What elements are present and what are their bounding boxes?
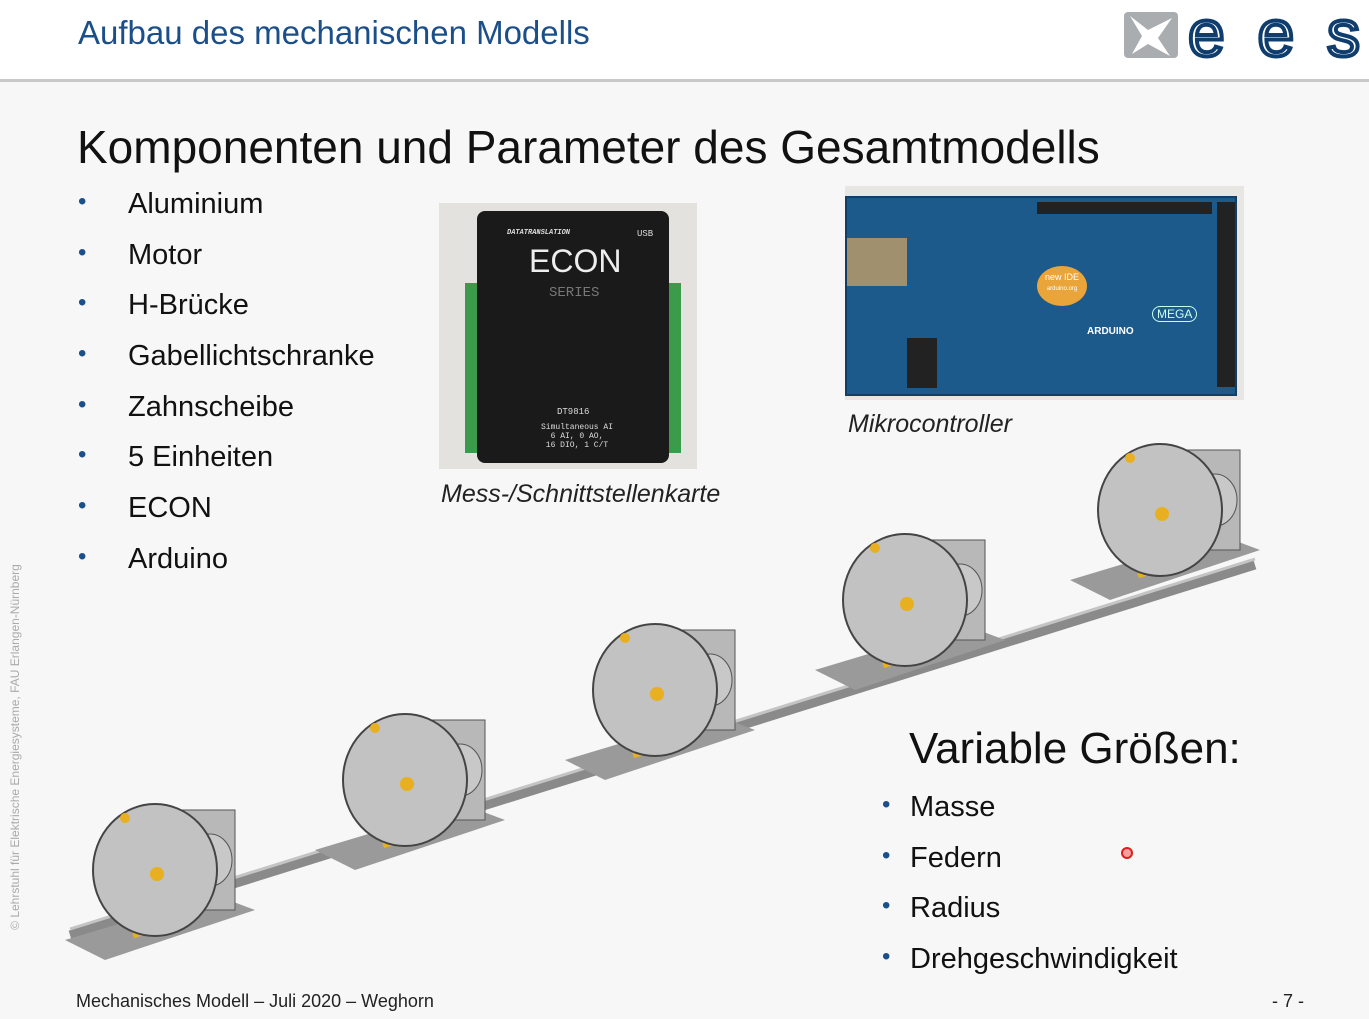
slide-heading: Komponenten und Parameter des Gesamtmode… [77,121,1100,173]
variables-title: Variable Größen: [909,724,1241,773]
arduino-board: new IDE arduino.org ARDUINO MEGA [845,196,1237,396]
arduino-photo: new IDE arduino.org ARDUINO MEGA [845,186,1244,400]
econ-usb: USB [637,229,654,239]
econ-photo: DATATRANSLATION USB ECON SERIES DT9816 S… [439,203,697,469]
item-label: 5 Einheiten [128,441,274,474]
item-label: ECON [128,492,212,525]
list-item: • Arduino [78,542,375,594]
badge-text: new IDE [1044,272,1079,282]
terminal-block-right [669,283,681,453]
usb-port [847,238,907,286]
arduino-brand: ARDUINO [1087,326,1134,337]
list-item: • Gabellichtschranke [78,340,375,391]
econ-model: DT9816 [557,407,590,417]
econ-caption: Mess-/Schnittstellenkarte [441,480,721,508]
badge-site: arduino.org [1046,286,1078,292]
bolt [870,543,880,553]
item-label: Aluminium [128,188,264,220]
terminal-block-left [465,283,477,453]
bolt [620,633,630,643]
power-jack [907,338,937,388]
list-item: • Zahnscheibe [78,390,375,442]
footer-text: Mechanisches Modell – Juli 2020 – Weghor… [76,991,434,1011]
item-label: Arduino [128,542,228,575]
econ-spec: 6 AI, 0 AO, [550,432,604,441]
list-item: • Aluminium [78,188,375,239]
components-list: • Aluminium • Motor • H-Brücke • Gabellichts… [78,188,375,594]
econ-device: DATATRANSLATION USB ECON SERIES DT9816 S… [477,211,669,463]
header-pins [1037,202,1212,214]
econ-brand: DATATRANSLATION [507,229,571,237]
bullet: • [882,892,891,919]
bullet: • [78,492,87,520]
item-label: Gabellichtschranke [128,340,375,373]
item-label: Masse [910,791,996,823]
copyright-side-text: © Lehrstuhl für Elektrische Energiesyste… [8,564,22,930]
econ-spec: 16 DIO, 1 C/T [545,441,609,450]
item-label: Drehgeschwindigkeit [910,942,1178,975]
bolt [120,813,130,823]
pointer-indicator [1121,847,1133,859]
page-number: - 7 - [1272,991,1305,1011]
hub [650,687,664,701]
item-label: Radius [910,892,1001,924]
hub [1155,507,1169,521]
item-label: H-Brücke [128,289,249,322]
bullet: • [78,542,87,570]
header-title: Aufbau des mechanischen Modells [78,14,590,51]
list-item: • H-Brücke [78,289,375,340]
list-item: • Drehgeschwindigkeit [882,942,1178,994]
variables-list: • Masse • Federn • Radius • Drehgeschwindigk… [882,791,1178,994]
arduino-caption: Mikrocontroller [848,410,1012,438]
bullet: • [882,942,891,970]
bullet: • [78,238,87,266]
bullet: • [78,441,87,469]
item-label: Motor [128,238,203,271]
list-item: • Federn [882,841,1178,893]
list-item: • 5 Einheiten [78,441,375,492]
hub [400,777,414,791]
bullet: • [78,340,87,368]
bullet: • [78,289,87,317]
econ-specs: Simultaneous AI 6 AI, 0 AO, 16 DIO, 1 C/… [533,423,621,450]
bolt [370,723,380,733]
econ-series: SERIES [549,285,600,301]
svg-text:ees: ees [1188,8,1360,64]
bullet: • [78,390,87,418]
list-item: • Radius [882,892,1178,943]
econ-name: ECON [529,243,622,279]
list-item: • Masse [882,791,1178,842]
bolt [1125,453,1135,463]
hub [900,597,914,611]
econ-spec: Simultaneous AI [540,423,613,432]
hub [150,867,164,881]
list-item: • ECON [78,492,375,543]
ide-badge: new IDE arduino.org [1037,266,1087,306]
arduino-mega: MEGA [1152,306,1198,322]
bullet: • [882,791,891,818]
item-label: Federn [910,841,1002,874]
bullet: • [78,188,87,215]
list-item: • Motor [78,238,375,290]
header-pins [1217,202,1235,387]
header-divider [0,79,1369,82]
mechanical-model-render [65,443,1260,960]
bullet: • [882,841,891,869]
ees-logo: ees [1124,8,1362,64]
item-label: Zahnscheibe [128,390,295,423]
